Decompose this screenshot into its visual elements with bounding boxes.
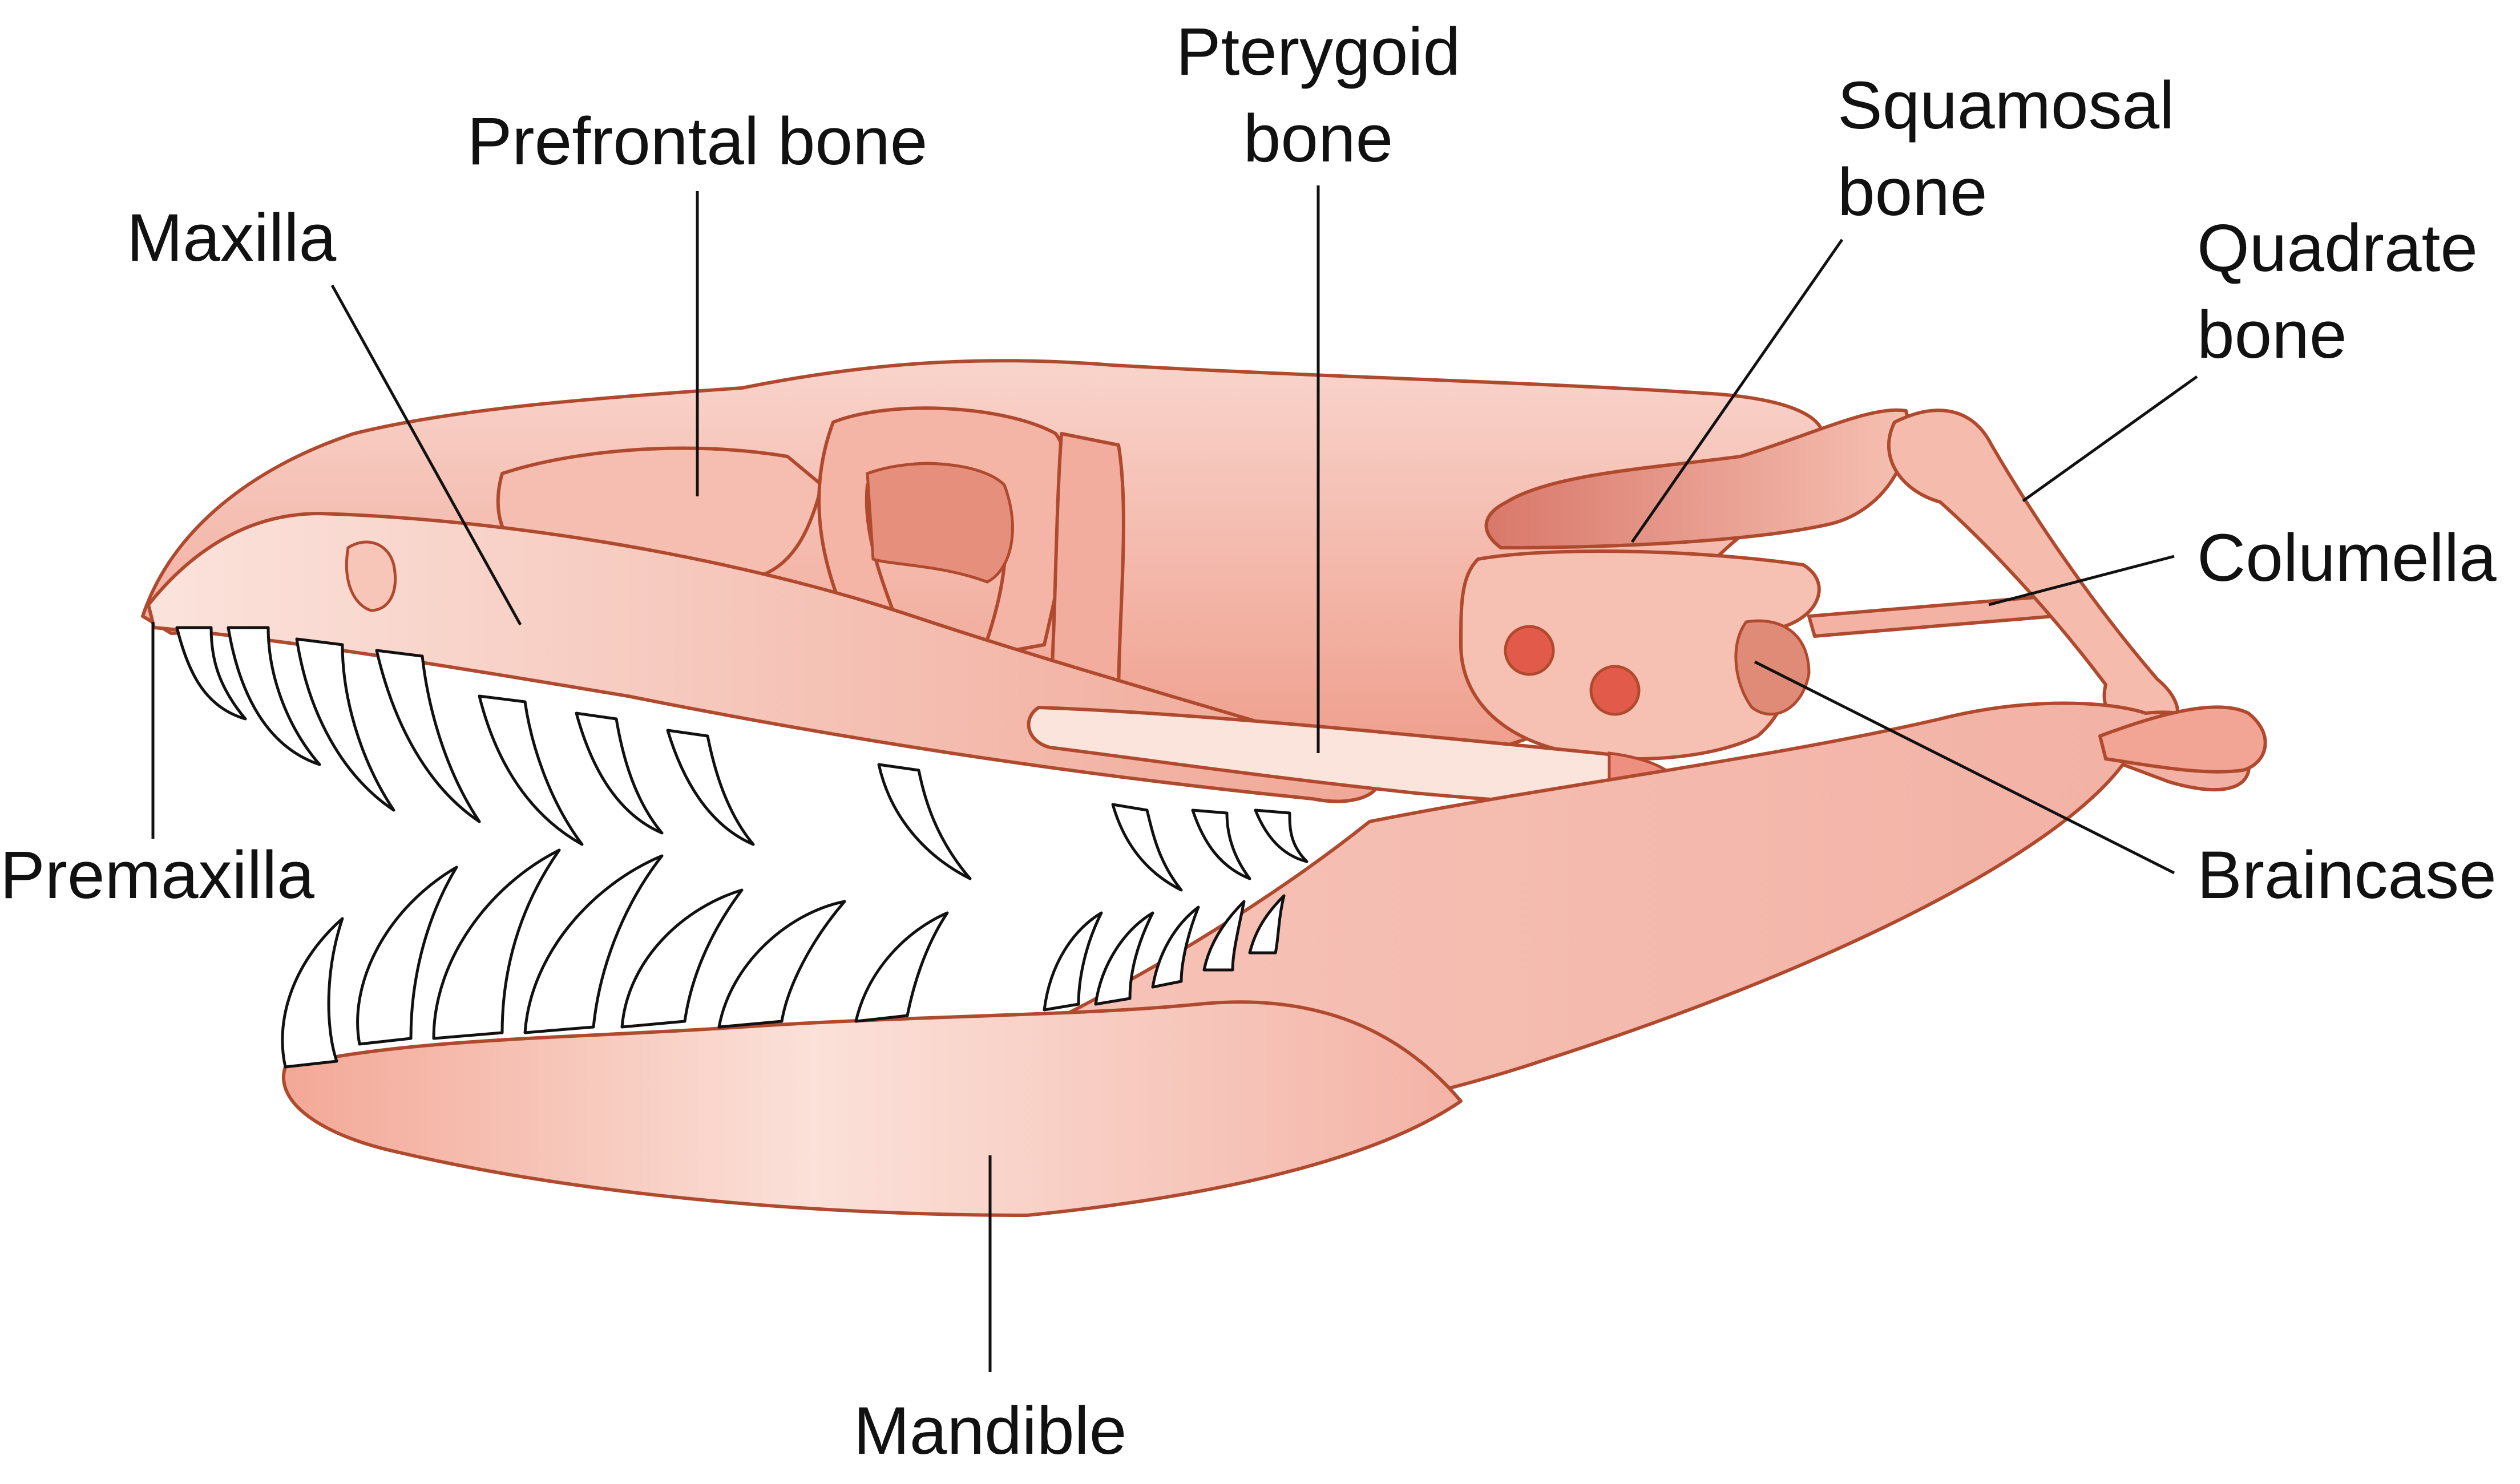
label-premaxilla: Premaxilla [0, 838, 314, 913]
tooth-lower-10 [1151, 905, 1200, 989]
tooth-upper-9 [1111, 803, 1183, 892]
tooth-upper-11 [1254, 808, 1309, 863]
label-quadrate-bone-line1: Quadrate [2197, 211, 2478, 286]
label-maxilla: Maxilla [127, 200, 337, 276]
leader-squamosal [1630, 238, 1844, 543]
label-mandible: Mandible [854, 1393, 1127, 1469]
tooth-lower-8 [1043, 911, 1103, 1012]
tooth-lower-1 [281, 917, 344, 1069]
leader-lines [151, 185, 2198, 1372]
tooth-upper-3 [295, 637, 395, 812]
orbit-shape [866, 462, 1014, 584]
tooth-lower-11 [1202, 900, 1246, 972]
tooth-lower-9 [1094, 911, 1154, 1006]
leader-braincase [1754, 660, 2175, 875]
braincase-occipital-shape [1734, 619, 1811, 716]
braincase-shape [1459, 549, 1821, 761]
label-prefrontal-bone: Prefrontal bone [467, 104, 928, 179]
leader-columella [1988, 555, 2175, 606]
nostril-shape [345, 540, 397, 612]
label-columella: Columella [2197, 520, 2497, 596]
foramen-1 [1504, 625, 1555, 676]
tooth-lower-6 [717, 900, 846, 1029]
lower-teeth [281, 848, 1286, 1069]
tooth-lower-7 [854, 911, 949, 1023]
tooth-lower-5 [620, 888, 744, 1029]
tooth-upper-5 [478, 694, 584, 846]
tooth-lower-4 [523, 854, 664, 1034]
quadrate-bone-shape [1887, 409, 2180, 738]
tooth-upper-4 [375, 649, 481, 823]
tooth-upper-10 [1191, 808, 1251, 880]
foramen-2 [1589, 665, 1641, 716]
tooth-upper-7 [666, 729, 755, 846]
label-braincase: Braincase [2197, 838, 2497, 913]
leader-maxilla [330, 284, 522, 626]
label-squamosal-bone-line2: bone [1838, 155, 1988, 230]
label-pterygoid-bone-line2: bone [1243, 101, 1394, 176]
tooth-lower-3 [432, 848, 561, 1040]
label-pterygoid-bone-line1: Pterygoid [1176, 14, 1461, 90]
upper-teeth [175, 626, 1309, 892]
tooth-upper-2 [227, 626, 321, 766]
tooth-upper-1 [175, 626, 247, 721]
quadrate-articulation-shape [2098, 705, 2267, 774]
mandible-shape [281, 1000, 1463, 1217]
label-quadrate-bone-line2: bone [2197, 297, 2347, 373]
leader-quadrate [2022, 375, 2198, 503]
label-squamosal-bone-line1: Squamosal [1838, 68, 2174, 143]
tooth-lower-2 [356, 866, 458, 1046]
tooth-lower-12 [1248, 894, 1286, 955]
tooth-upper-8 [877, 763, 972, 880]
skull-bones [141, 359, 2267, 1217]
labels: Prefrontal bone Pterygoid bone Squamosal… [0, 14, 2497, 1469]
tooth-upper-6 [575, 711, 664, 835]
